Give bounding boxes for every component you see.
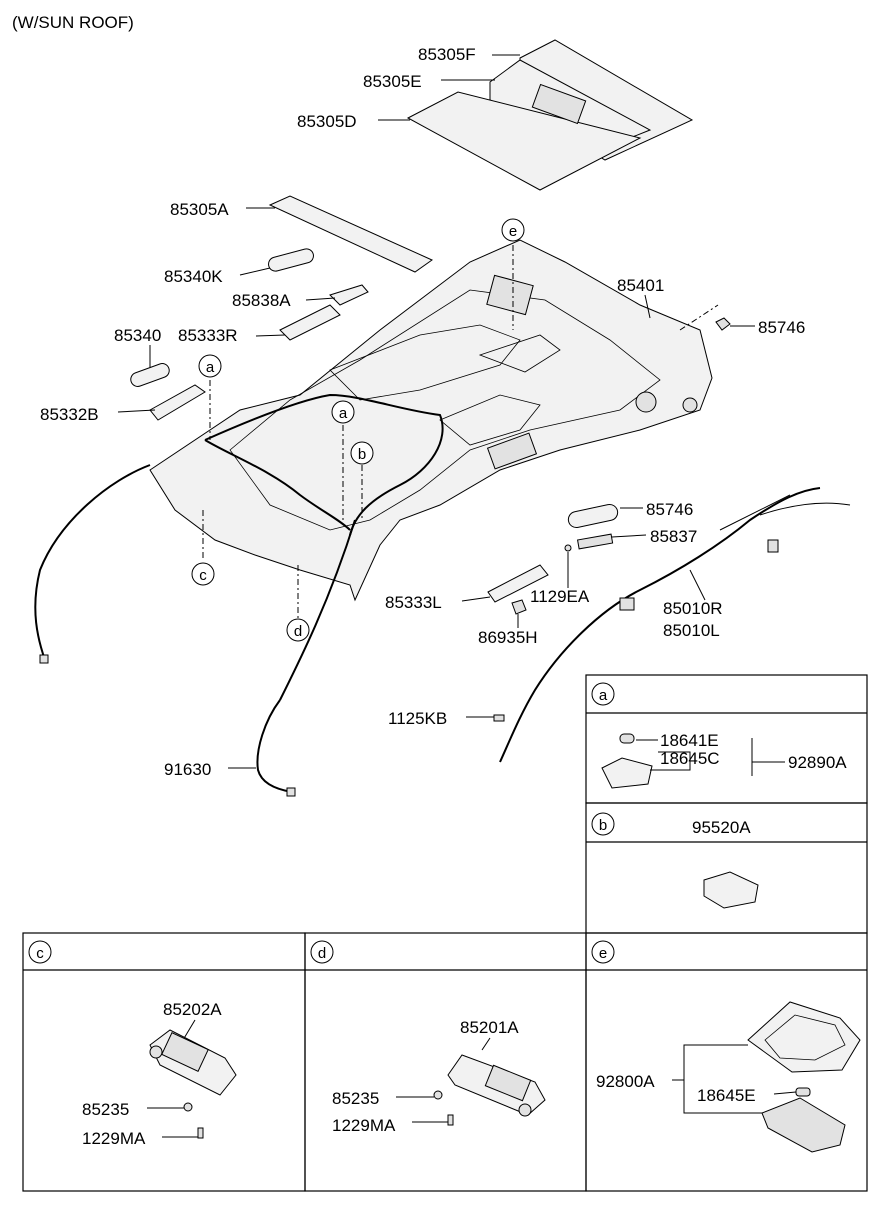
callout-a-2-text: a [339,405,348,422]
label-85340K: 85340K [164,267,223,286]
assist-grip-k [268,248,314,272]
label-85401: 85401 [617,276,664,295]
label-95520A: 95520A [692,818,751,837]
main-headliner [149,239,713,602]
label-85340J: 85746 [646,500,693,519]
label-92890A: 92890A [788,753,847,772]
label-1129EA: 1129EA [530,587,590,606]
callout-c-text: c [199,567,207,584]
callout-b [350,441,374,465]
assist-grip [130,363,170,387]
panel-c-header: c [36,945,44,962]
bolt-1125kb [493,714,505,722]
panel-a-header: a [599,687,608,704]
sunroof-opening [531,83,587,125]
label-18645E: 18645E [697,1086,756,1105]
label-85340: 85340 [114,326,161,345]
assist-grip-j [567,503,619,529]
panel-d: d 85201A 85235 1229MA [304,932,587,1192]
callout-d [286,618,310,642]
label-1229MA-c: 1229MA [82,1129,146,1148]
label-85305E: 85305E [363,72,422,91]
label-85010L: 85010L [663,621,720,640]
bracket-85838a [329,284,369,306]
panel-b-header: b [599,817,607,834]
callout-c [191,562,215,586]
bracket-85332b [149,384,206,421]
label-18645C: 18645C [660,749,720,768]
label-85305D: 85305D [297,112,357,131]
label-85838A: 85838A [232,291,291,310]
callout-d-text: d [294,623,302,640]
clip-86935h [511,599,527,615]
label-85201A: 85201A [460,1018,519,1037]
part-85837 [576,533,614,550]
label-91630: 91630 [164,760,211,779]
label-92800A: 92800A [596,1072,655,1091]
callout-e [501,218,525,242]
panel-b: b 95520A [585,802,868,934]
bracket-85333r [279,304,341,341]
label-85305F: 85305F [418,45,476,64]
label-85837: 85837 [650,527,697,546]
headliner-layer-d [406,91,642,191]
label-86935H: 86935H [478,628,538,647]
label-85235-d: 85235 [332,1089,379,1108]
headliner-layers [406,39,694,191]
label-1125KB: 1125KB [388,709,447,728]
panel-c: c 85202A 85235 1229MA [22,932,306,1192]
label-85332B: 85332B [40,405,99,424]
label-1229MA-d: 1229MA [332,1116,396,1135]
curtain-airbag [499,487,821,763]
bracket-85333l [487,564,549,603]
label-85305A: 85305A [170,200,229,219]
label-85746: 85746 [758,318,805,337]
console-lens [761,1097,846,1153]
callout-e-text: e [509,223,517,240]
sensor-95520a [703,871,759,909]
panel-e-header: e [599,945,607,962]
label-85333L: 85333L [385,593,442,612]
label-18641E: 18641E [660,731,719,750]
label-85333R: 85333R [178,326,238,345]
wiring-91630 [256,699,293,793]
clip-85746 [715,317,731,331]
panel-e: e 92800A 18645E [585,932,868,1192]
callout-a-2 [331,400,355,424]
label-85202A: 85202A [163,1000,222,1019]
label-85010R: 85010R [663,599,723,618]
headliner-strip [268,195,434,273]
overhead-console [747,1001,861,1073]
room-lamp [601,757,653,789]
callout-a-1 [198,354,222,378]
label-85235-c: 85235 [82,1100,129,1119]
panel-d-header: d [318,945,326,962]
headliner-wiring [204,393,444,536]
panel-a: a 18641E 18645C 92890A [585,674,868,804]
diagram-title: (W/SUN ROOF) [12,13,134,32]
callout-b-text: b [358,446,366,463]
bulb-icon [619,733,635,744]
callout-a-1-text: a [206,359,215,376]
